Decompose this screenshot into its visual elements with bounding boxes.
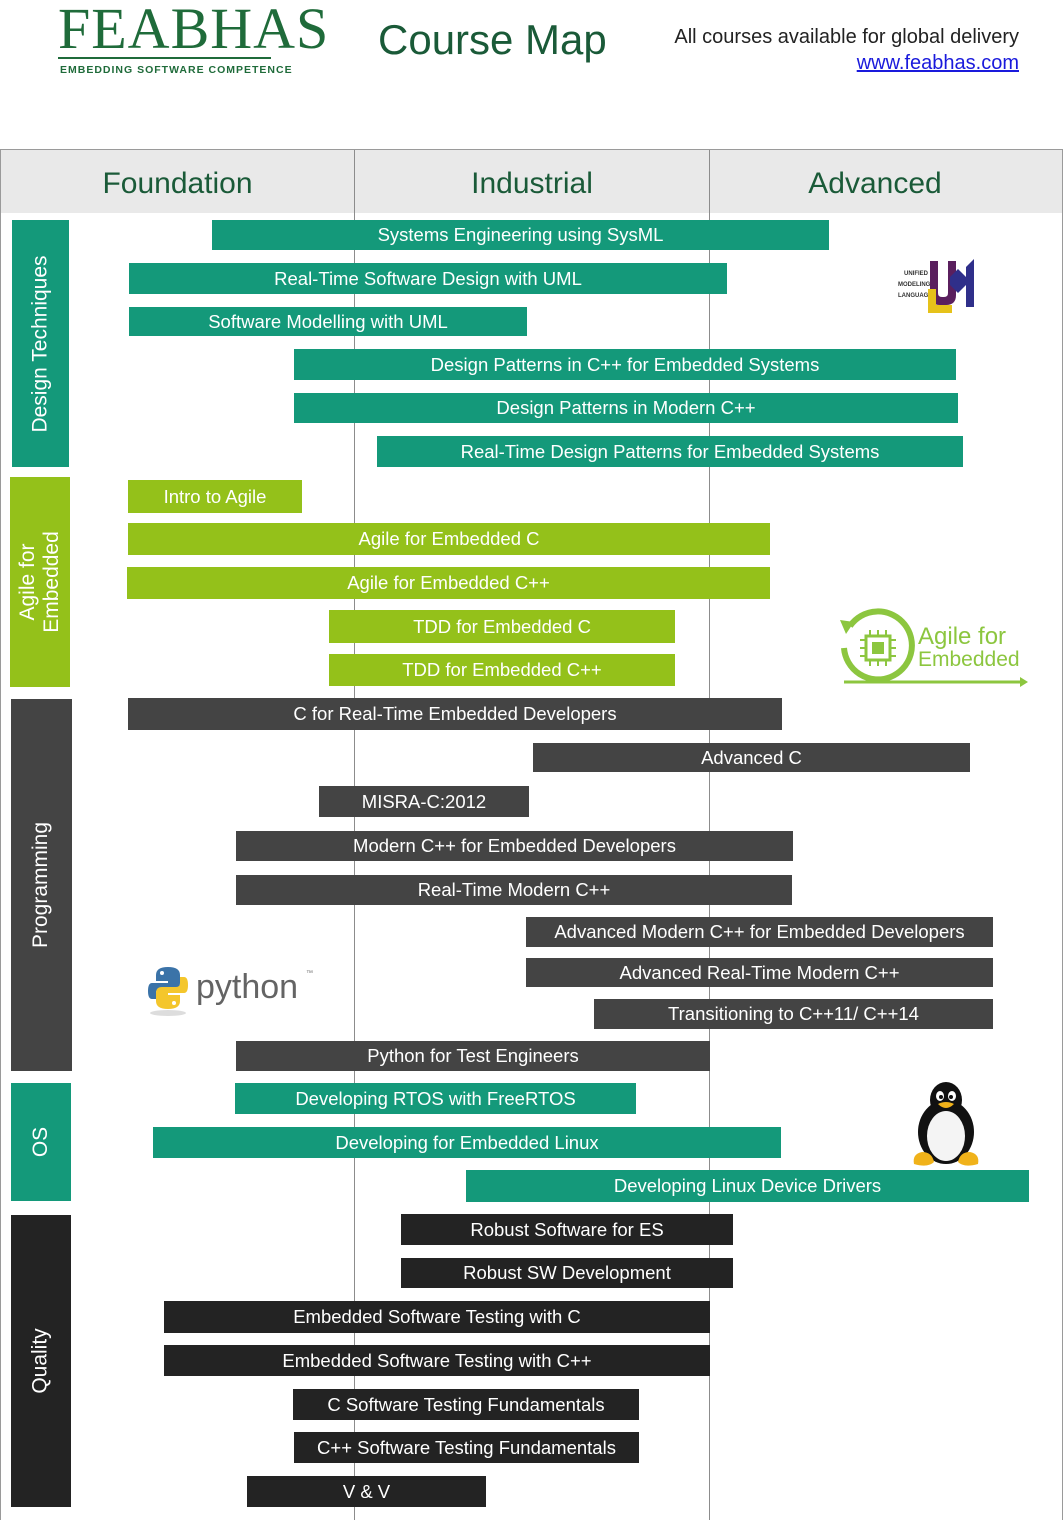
course-bar[interactable]: Embedded Software Testing with C [164, 1301, 710, 1333]
course-bar[interactable]: Design Patterns in C++ for Embedded Syst… [294, 349, 956, 380]
uml-logo: UNIFIED MODELING LANGUAGE [898, 259, 974, 313]
section-design-techniques: Design Techniques [12, 220, 69, 467]
section-programming: Programming [11, 699, 72, 1071]
website-link[interactable]: www.feabhas.com [856, 52, 1019, 74]
section-design-label: Design Techniques [28, 254, 52, 433]
course-grid [0, 149, 1063, 1520]
course-bar[interactable]: V & V [247, 1476, 486, 1507]
course-bar[interactable]: Developing for Embedded Linux [153, 1127, 781, 1158]
section-os-label: OS [29, 1126, 52, 1158]
course-bar[interactable]: Python for Test Engineers [236, 1041, 710, 1071]
course-bar[interactable]: Transitioning to C++11/ C++14 [594, 999, 993, 1029]
section-agile-for-embedded: Agile for Embedded [10, 477, 70, 687]
course-bar[interactable]: Intro to Agile [128, 480, 302, 513]
section-quality-label: Quality [29, 1328, 53, 1394]
course-bar[interactable]: Agile for Embedded C [128, 523, 770, 555]
column-foundation: Foundation [102, 167, 253, 200]
agile-logo-line-1: Agile for [918, 623, 1006, 650]
feabhas-logo: FEABHAS [58, 0, 330, 61]
tux-penguin-icon [913, 1082, 979, 1166]
uml-logo-word: UNIFIED [904, 271, 929, 277]
agile-for-embedded-logo: Agile for Embedded [840, 608, 1028, 687]
column-header-band [1, 150, 1062, 213]
uml-logo-word: MODELING [898, 282, 931, 288]
course-bar[interactable]: TDD for Embedded C++ [329, 654, 675, 686]
course-bar[interactable]: Advanced Real-Time Modern C++ [526, 958, 993, 987]
page-title: Course Map [378, 16, 607, 63]
course-bar[interactable]: Embedded Software Testing with C++ [164, 1345, 710, 1376]
section-quality: Quality [11, 1215, 71, 1507]
column-industrial: Industrial [471, 167, 593, 200]
course-bar[interactable]: Robust Software for ES [401, 1214, 733, 1245]
course-bar[interactable]: Design Patterns in Modern C++ [294, 393, 958, 423]
course-bar[interactable]: MISRA-C:2012 [319, 786, 529, 817]
uml-logo-word: LANGUAGE [898, 293, 932, 299]
course-bar[interactable]: Software Modelling with UML [129, 307, 527, 336]
course-bar[interactable]: Advanced C [533, 743, 970, 772]
svg-text:™: ™ [306, 970, 313, 977]
course-bar[interactable]: Real-Time Modern C++ [236, 875, 792, 905]
python-logo-word: python [196, 968, 298, 1006]
course-bar[interactable]: Advanced Modern C++ for Embedded Develop… [526, 917, 993, 947]
course-bar[interactable]: Developing RTOS with FreeRTOS [235, 1083, 636, 1114]
section-programming-label: Programming [29, 821, 53, 949]
course-bar[interactable]: Developing Linux Device Drivers [466, 1170, 1029, 1202]
course-bar[interactable]: Agile for Embedded C++ [127, 567, 770, 599]
logo-divider [58, 57, 271, 59]
column-advanced: Advanced [808, 167, 942, 200]
course-bar[interactable]: TDD for Embedded C [329, 610, 675, 643]
course-bar[interactable]: Real-Time Software Design with UML [129, 263, 727, 294]
delivery-note: All courses available for global deliver… [674, 26, 1019, 48]
course-bar[interactable]: Real-Time Design Patterns for Embedded S… [377, 436, 963, 467]
course-bar[interactable]: Modern C++ for Embedded Developers [236, 831, 793, 861]
section-agile-label: Agile for Embedded [16, 531, 64, 633]
section-os: OS [11, 1083, 71, 1201]
course-bar[interactable]: C Software Testing Fundamentals [293, 1389, 639, 1420]
agile-logo-line-2: Embedded [918, 648, 1020, 671]
course-bar[interactable]: C for Real-Time Embedded Developers [128, 698, 782, 730]
course-bar[interactable]: Systems Engineering using SysML [212, 220, 829, 250]
course-bar[interactable]: Robust SW Development [401, 1258, 733, 1288]
course-bar[interactable]: C++ Software Testing Fundamentals [294, 1432, 639, 1463]
logo-tagline: EMBEDDING SOFTWARE COMPETENCE [60, 64, 293, 76]
python-logo: python ™ [148, 967, 313, 1016]
